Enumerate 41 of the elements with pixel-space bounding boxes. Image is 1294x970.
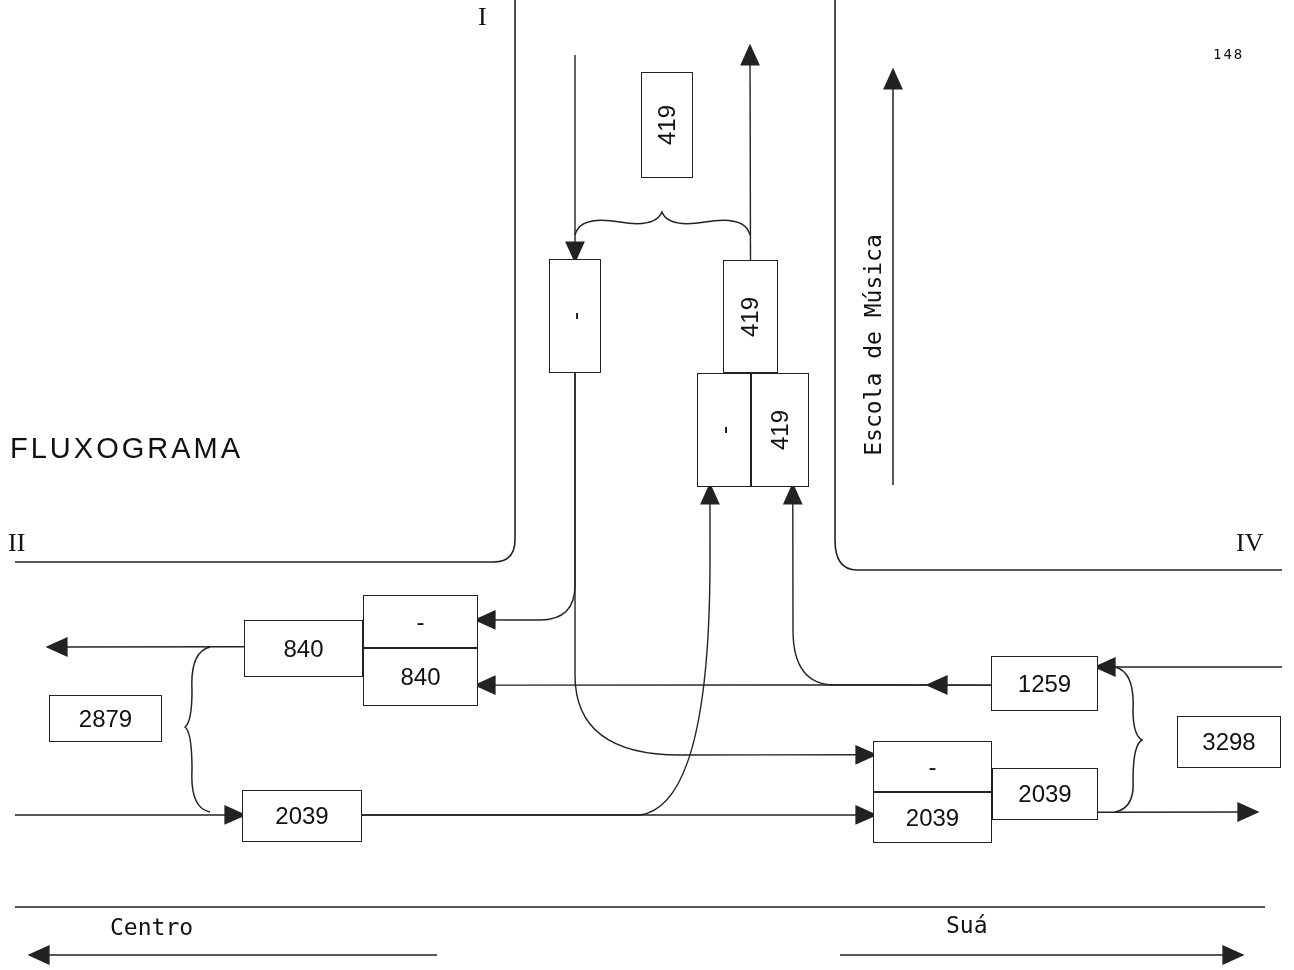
flow-count: 419 — [736, 296, 765, 337]
flow-count: 840 — [400, 663, 441, 691]
flow-count: 1259 — [1017, 669, 1072, 698]
flow-arrow — [1097, 802, 1260, 822]
flow-count-box — [244, 620, 363, 677]
flow-count: - — [928, 752, 937, 781]
street-number: IV — [1236, 528, 1264, 558]
flow-count-box — [873, 792, 992, 843]
flow-count: - — [710, 426, 738, 434]
flow-count-box — [1177, 716, 1281, 768]
street-number: II — [8, 528, 26, 558]
direction-label: Suá — [946, 912, 988, 938]
flow-count: 2039 — [1018, 780, 1072, 808]
flow-count-box — [549, 259, 601, 373]
flow-count-box — [992, 768, 1098, 820]
flow-count: 419 — [653, 105, 681, 145]
flow-count-box — [363, 595, 478, 648]
flow-count-box — [697, 373, 751, 487]
flow-count: - — [561, 312, 589, 320]
street-number: I — [478, 2, 487, 32]
flow-count: - — [416, 607, 425, 636]
direction-label: Centro — [110, 914, 194, 940]
flow-count-box — [242, 790, 362, 842]
flow-count: 2039 — [275, 802, 329, 830]
flow-count: 419 — [766, 410, 794, 450]
flow-count-box — [49, 695, 162, 742]
direction-label: Escola de Música — [860, 234, 886, 456]
flow-count: 840 — [283, 634, 324, 663]
flow-arrow — [740, 43, 760, 261]
diagram-title: FLUXOGRAMA — [10, 432, 244, 465]
flow-count: 2039 — [905, 803, 960, 832]
flow-count: 2879 — [78, 704, 133, 733]
flow-count-box — [641, 72, 693, 178]
flow-count-box — [991, 656, 1098, 711]
flow-count: 3298 — [1202, 728, 1256, 756]
flow-count-box — [723, 260, 778, 373]
flow-count-box — [363, 648, 478, 706]
page-number: 148 — [1213, 46, 1245, 62]
flow-count-box — [751, 373, 809, 487]
flow-count-box — [873, 741, 992, 792]
flow-arrow — [45, 637, 245, 657]
